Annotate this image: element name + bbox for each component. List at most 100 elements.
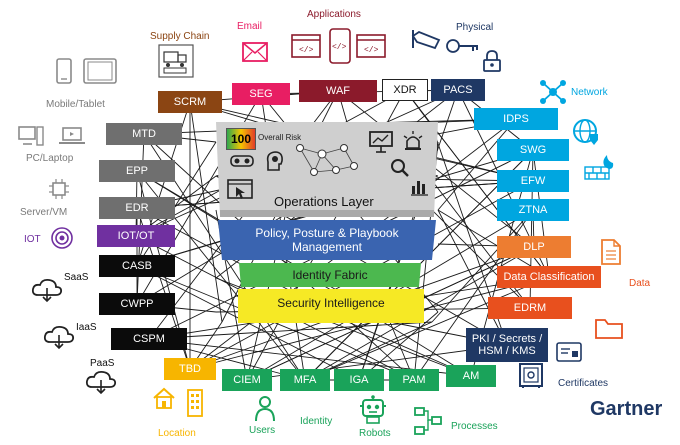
vr-headset-icon: [230, 154, 254, 173]
alarm-light-icon: [402, 130, 424, 157]
robots-label: Robots: [359, 428, 391, 439]
pc-laptop-label: PC/Laptop: [26, 153, 74, 164]
pki-box: PKI / Secrets / HSM / KMS: [466, 328, 548, 362]
user-person-icon: [253, 395, 277, 428]
waf-box: WAF: [299, 80, 377, 102]
iga-box: IGA: [334, 369, 384, 391]
network-label: Network: [571, 87, 608, 98]
tbd-box: TBD: [164, 358, 216, 380]
ciem-box: CIEM: [222, 369, 272, 391]
cursor-window-icon: [226, 178, 254, 207]
connector-line: [431, 209, 534, 323]
mobile-tablet-label: Mobile/Tablet: [46, 99, 105, 110]
seg-box: SEG: [232, 83, 290, 105]
laptop-icon: [58, 126, 86, 153]
am-box: AM: [446, 365, 496, 387]
epp-box: EPP: [99, 160, 175, 182]
risk-score: 100: [230, 132, 252, 146]
house-icon: [152, 386, 176, 415]
document-icon: [600, 238, 622, 271]
edr-box: EDR: [99, 197, 175, 219]
supply-chain-icon: [158, 44, 194, 83]
connector-line: [148, 321, 433, 340]
server-vm-label: Server/VM: [20, 207, 68, 218]
policy-layer: Policy, Posture & Playbook Management: [214, 220, 440, 260]
identity-fabric-layer: Identity Fabric: [236, 263, 424, 287]
data-classification-box: Data Classification: [497, 266, 601, 288]
data-label: Data: [629, 278, 651, 289]
processes-label: Processes: [451, 421, 498, 432]
key-icon: [446, 38, 480, 59]
mobile-phone-icon: [56, 58, 72, 89]
certificates-label: Certificates: [558, 378, 609, 389]
identity-label: Identity: [300, 416, 333, 427]
process-flow-icon: [413, 406, 443, 441]
magnifier-icon: [390, 158, 410, 183]
connector-line: [437, 209, 508, 346]
iot-ot-box: IOT/OT: [97, 225, 175, 247]
server-chip-icon: [48, 178, 70, 205]
network-graph-icon: [292, 140, 362, 189]
security-intelligence-layer: Security Intelligence: [238, 289, 424, 323]
physical-label: Physical: [456, 22, 494, 33]
connector-line: [358, 311, 439, 381]
paas-label: PaaS: [90, 358, 115, 369]
firewall-flame-icon: [583, 153, 615, 186]
supply-chain-label: Supply Chain: [150, 31, 210, 42]
applications-label: Applications: [307, 9, 361, 20]
pam-box: PAM: [389, 369, 439, 391]
connector-line: [437, 118, 517, 211]
ztna-box: ZTNA: [497, 199, 569, 221]
dlp-box: DLP: [497, 236, 571, 258]
xdr-box: XDR: [382, 79, 428, 101]
code-window-icon: </>: [356, 34, 386, 63]
saas-cloud-icon: [30, 277, 64, 308]
svg-text:</>: </>: [299, 46, 314, 55]
presentation-board-icon: [368, 130, 394, 159]
cspm-box: CSPM: [111, 328, 187, 350]
security-intelligence-shape: [238, 289, 424, 323]
office-building-icon: [186, 388, 204, 423]
globe-shield-icon: [572, 118, 600, 151]
operations-layer: 100 Overall Risk Operations Layer: [212, 122, 442, 217]
overall-risk-label: Overall Risk: [258, 133, 302, 142]
edrm-box: EDRM: [488, 297, 572, 319]
paas-cloud-icon: [84, 369, 118, 400]
identity-fabric-label: Identity Fabric: [292, 268, 368, 282]
operations-layer-title: Operations Layer: [274, 194, 374, 209]
network-nodes-icon: [539, 79, 567, 110]
iot-label: IOT: [24, 234, 41, 245]
swg-box: SWG: [497, 139, 569, 161]
saas-label: SaaS: [64, 272, 89, 283]
brain-head-icon: [264, 150, 284, 177]
security-camera-icon: [409, 26, 443, 61]
mobile-app-icon: </>: [329, 28, 351, 69]
mtd-box: MTD: [106, 123, 182, 145]
risk-score-badge: 100: [226, 128, 256, 150]
bar-chart-icon: [410, 176, 430, 201]
connector-line: [136, 265, 360, 381]
padlock-icon: [483, 50, 501, 77]
users-label: Users: [249, 425, 276, 436]
security-intelligence-label: Security Intelligence: [277, 296, 385, 310]
svg-text:</>: </>: [364, 46, 379, 55]
iaas-cloud-icon: [42, 324, 76, 355]
policy-layer-label: Policy, Posture & Playbook Management: [255, 226, 399, 254]
mfa-box: MFA: [280, 369, 330, 391]
certificate-card-icon: [556, 342, 582, 367]
tablet-icon: [83, 58, 117, 89]
identity-fabric-shape: [239, 263, 421, 287]
scrm-box: SCRM: [158, 91, 222, 113]
folder-icon: [594, 316, 624, 345]
policy-layer-shape: [218, 220, 436, 260]
connector-line: [189, 101, 223, 323]
envelope-icon: [242, 42, 268, 67]
robot-icon: [358, 395, 388, 430]
gartner-logo: Gartner: [590, 398, 663, 420]
app-window-icon: </>: [291, 34, 321, 63]
connector-line: [304, 276, 550, 381]
iaas-label: IaaS: [76, 322, 97, 333]
email-label: Email: [237, 21, 263, 32]
idps-box: IDPS: [474, 108, 558, 130]
